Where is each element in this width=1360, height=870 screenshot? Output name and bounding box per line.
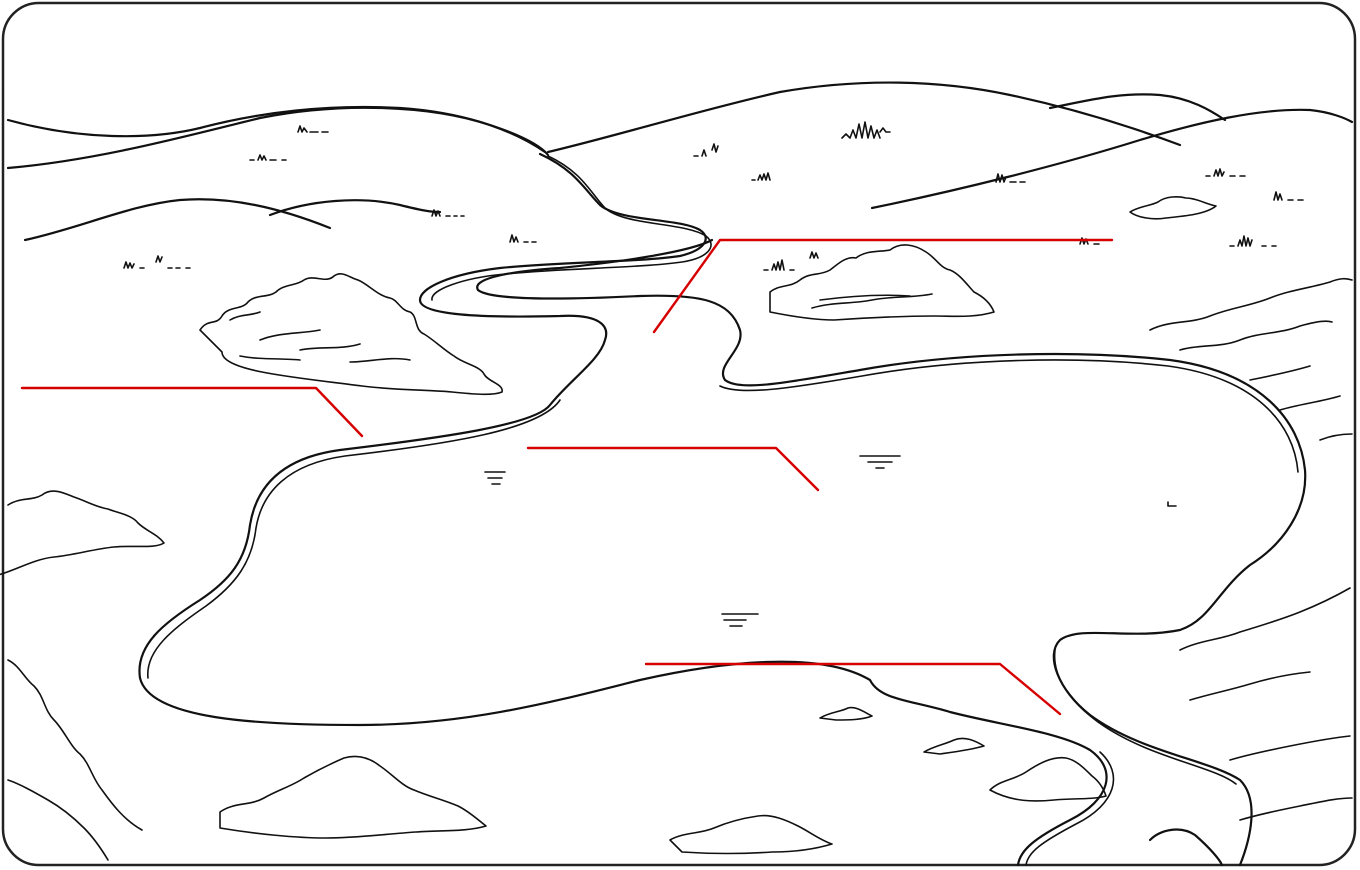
landscape-worksheet	[0, 0, 1360, 870]
landscape-drawing	[0, 0, 1360, 870]
